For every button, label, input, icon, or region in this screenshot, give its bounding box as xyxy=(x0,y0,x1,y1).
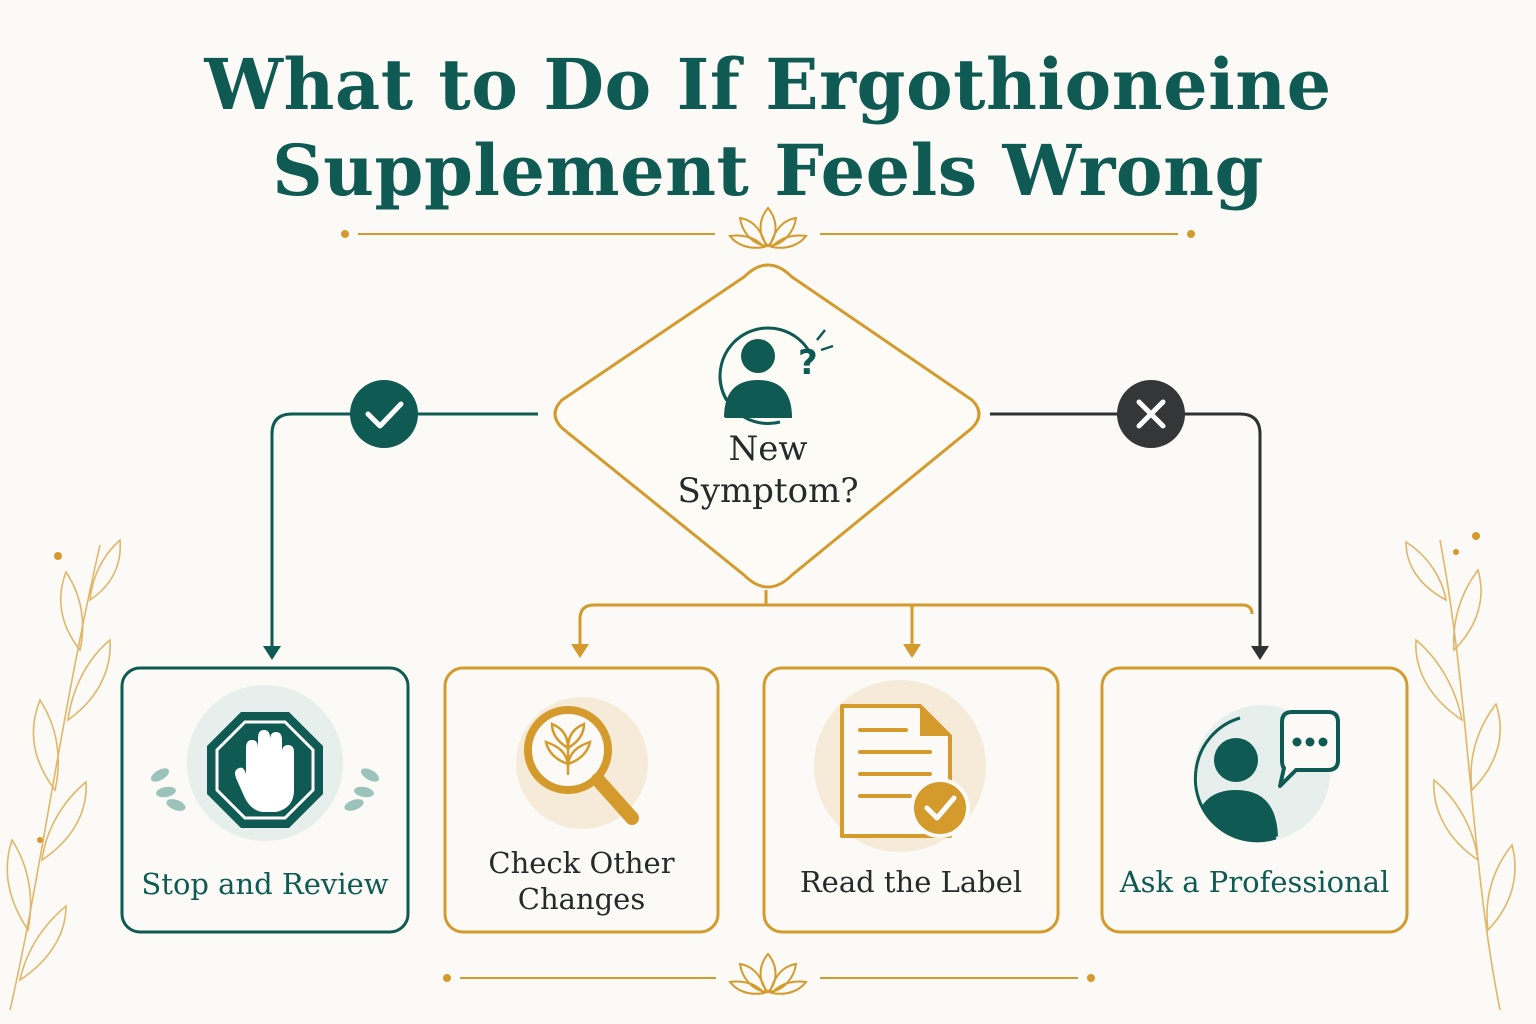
person-question-icon: ? xyxy=(718,326,834,426)
stop-hand-icon xyxy=(207,712,323,828)
bottom-divider xyxy=(443,952,1095,995)
title-line-1: What to Do If Ergothioneine xyxy=(204,43,1332,126)
top-divider xyxy=(341,206,1195,249)
svg-text:?: ? xyxy=(798,343,818,383)
magnifier-leaf-icon xyxy=(524,706,639,825)
decision-label-line-1: New xyxy=(728,429,808,469)
lotus-icon xyxy=(728,952,808,995)
lotus-icon xyxy=(728,206,808,249)
decision-diamond: ? xyxy=(553,263,981,589)
card-read-the-label xyxy=(762,666,1060,934)
document-check-icon xyxy=(840,704,970,838)
decision-label: New Symptom? xyxy=(628,428,908,512)
page-title: What to Do If Ergothioneine Supplement F… xyxy=(0,42,1536,214)
laurel-icon xyxy=(150,768,380,811)
card-label-check-other-changes: Check Other Changes xyxy=(445,845,718,917)
card-label-ask-a-professional: Ask a Professional xyxy=(1119,865,1390,899)
decision-label-line-2: Symptom? xyxy=(677,471,859,511)
yes-badge xyxy=(350,380,418,448)
card-ask-a-professional xyxy=(1100,666,1409,934)
no-badge xyxy=(1117,380,1185,448)
card-check-other-changes xyxy=(443,666,720,934)
no-connector xyxy=(990,412,1269,660)
check-icon xyxy=(365,401,404,429)
leaf-branch-right xyxy=(1405,532,1516,1011)
card-label-check-line-2: Changes xyxy=(517,882,646,916)
gold-connector xyxy=(571,590,1254,658)
title-line-2: Supplement Feels Wrong xyxy=(272,129,1264,212)
card-label-read-the-label: Read the Label xyxy=(799,865,1023,899)
card-label-stop-and-review: Stop and Review xyxy=(141,867,389,901)
card-label-check-line-1: Check Other xyxy=(488,846,675,880)
card-stop-and-review xyxy=(120,666,410,934)
leaf-branch-left xyxy=(6,538,122,1011)
x-icon xyxy=(1136,399,1166,429)
yes-connector xyxy=(263,412,538,660)
